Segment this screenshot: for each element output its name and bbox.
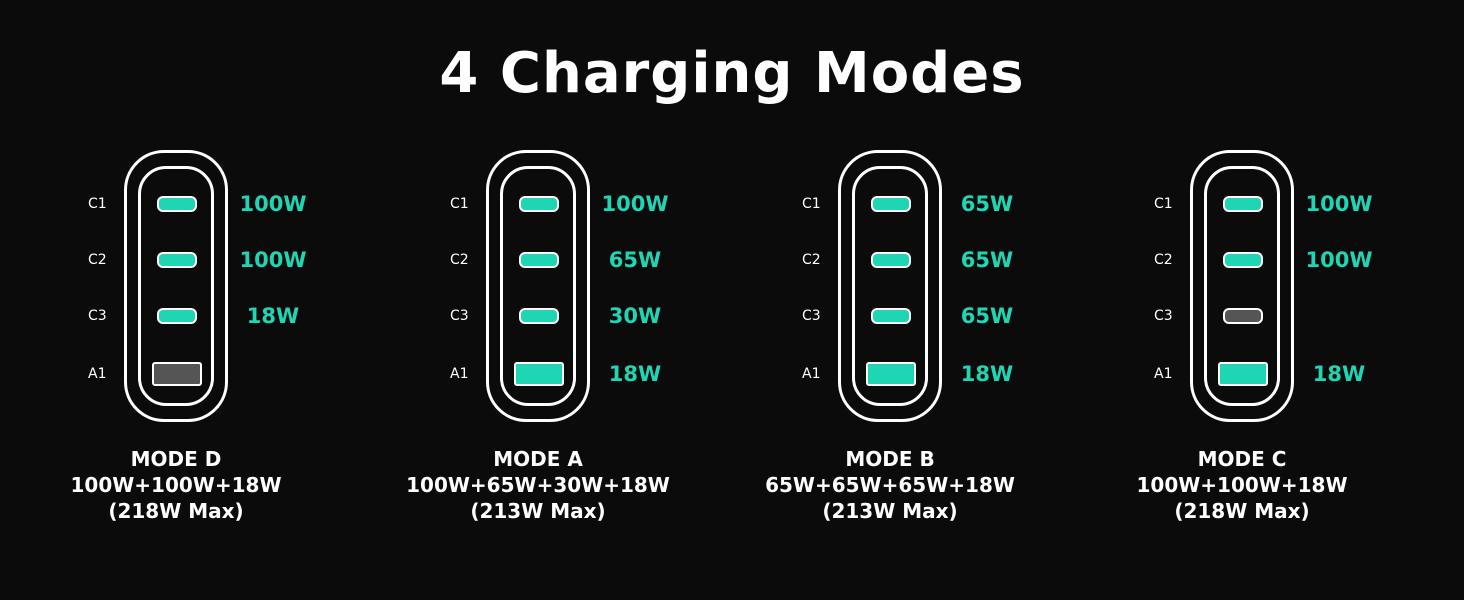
port-wattage: 18W <box>960 362 1014 386</box>
port-wattage: 100W <box>1305 248 1373 272</box>
port-row-c3: C3 65W <box>714 304 1066 328</box>
port-row-a1: A1 18W <box>362 362 714 386</box>
port-label: C2 <box>1154 252 1173 268</box>
mode-max: (218W Max) <box>1174 499 1310 523</box>
port-label: A1 <box>802 366 821 382</box>
mode-name: MODE B <box>845 447 935 471</box>
usb-c-port-icon <box>871 308 911 324</box>
port-row-c3: C3 18W <box>0 304 352 328</box>
mode-caption: MODE B 65W+65W+65W+18W (213W Max) <box>714 446 1066 524</box>
usb-c-port-icon <box>157 196 197 212</box>
charger-port-panel <box>852 166 928 406</box>
port-row-c3: C3 <box>1066 304 1418 328</box>
usb-c-port-icon <box>871 196 911 212</box>
usb-a-port-icon <box>1218 362 1268 386</box>
port-label: C1 <box>802 196 821 212</box>
mode-name: MODE C <box>1197 447 1287 471</box>
usb-a-port-inactive-icon <box>152 362 202 386</box>
port-label: A1 <box>1154 366 1173 382</box>
mode-max: (213W Max) <box>822 499 958 523</box>
port-wattage: 65W <box>608 248 662 272</box>
mode-formula: 100W+100W+18W <box>1136 473 1348 497</box>
mode-a-panel: C1 100W C2 65W C3 30W A1 18W MODE A 100W… <box>362 150 714 530</box>
usb-a-port-icon <box>514 362 564 386</box>
page-title: 4 Charging Modes <box>439 41 1025 106</box>
charger-outline <box>1190 150 1294 422</box>
port-label: C3 <box>802 308 821 324</box>
usb-c-port-inactive-icon <box>1223 308 1263 324</box>
port-label: C2 <box>88 252 107 268</box>
mode-max: (213W Max) <box>470 499 606 523</box>
port-wattage: 100W <box>601 192 669 216</box>
usb-c-port-icon <box>157 252 197 268</box>
port-label: C2 <box>450 252 469 268</box>
charger-port-panel <box>1204 166 1280 406</box>
charger-outline <box>838 150 942 422</box>
port-wattage: 18W <box>246 304 300 328</box>
mode-b-panel: C1 65W C2 65W C3 65W A1 18W MODE B 65W+6… <box>714 150 1066 530</box>
mode-caption: MODE D 100W+100W+18W (218W Max) <box>0 446 352 524</box>
charger-port-panel <box>500 166 576 406</box>
port-label: C2 <box>802 252 821 268</box>
usb-c-port-icon <box>1223 196 1263 212</box>
usb-c-port-icon <box>871 252 911 268</box>
port-wattage: 18W <box>608 362 662 386</box>
port-row-c2: C2 65W <box>714 248 1066 272</box>
mode-formula: 100W+100W+18W <box>70 473 282 497</box>
mode-formula: 65W+65W+65W+18W <box>765 473 1015 497</box>
charger-outline <box>124 150 228 422</box>
port-row-c1: C1 65W <box>714 192 1066 216</box>
port-wattage: 65W <box>960 304 1014 328</box>
mode-c-panel: C1 100W C2 100W C3 A1 18W MODE C 100W+10… <box>1066 150 1418 530</box>
port-row-a1: A1 18W <box>714 362 1066 386</box>
usb-c-port-icon <box>519 308 559 324</box>
mode-formula: 100W+65W+30W+18W <box>406 473 670 497</box>
mode-name: MODE A <box>493 447 583 471</box>
charger-outline <box>486 150 590 422</box>
port-label: C3 <box>1154 308 1173 324</box>
port-label: C1 <box>450 196 469 212</box>
port-label: C1 <box>1154 196 1173 212</box>
port-wattage: 18W <box>1312 362 1366 386</box>
mode-name: MODE D <box>130 447 222 471</box>
port-row-c1: C1 100W <box>362 192 714 216</box>
port-wattage: 65W <box>960 192 1014 216</box>
mode-caption: MODE A 100W+65W+30W+18W (213W Max) <box>362 446 714 524</box>
usb-a-port-icon <box>866 362 916 386</box>
port-row-c2: C2 100W <box>1066 248 1418 272</box>
port-row-c1: C1 100W <box>1066 192 1418 216</box>
port-label: A1 <box>450 366 469 382</box>
port-wattage: 100W <box>239 248 307 272</box>
port-wattage: 65W <box>960 248 1014 272</box>
usb-c-port-icon <box>519 196 559 212</box>
port-label: C3 <box>88 308 107 324</box>
port-label: C3 <box>450 308 469 324</box>
port-row-c3: C3 30W <box>362 304 714 328</box>
mode-caption: MODE C 100W+100W+18W (218W Max) <box>1066 446 1418 524</box>
port-wattage: 100W <box>239 192 307 216</box>
port-wattage: 30W <box>608 304 662 328</box>
port-row-c1: C1 100W <box>0 192 352 216</box>
usb-c-port-icon <box>519 252 559 268</box>
port-row-c2: C2 100W <box>0 248 352 272</box>
mode-d-panel: C1 100W C2 100W C3 18W A1 MODE D 100W+10… <box>0 150 352 530</box>
port-label: C1 <box>88 196 107 212</box>
charger-port-panel <box>138 166 214 406</box>
port-wattage: 100W <box>1305 192 1373 216</box>
port-row-c2: C2 65W <box>362 248 714 272</box>
port-row-a1: A1 <box>0 362 352 386</box>
usb-c-port-icon <box>157 308 197 324</box>
mode-max: (218W Max) <box>108 499 244 523</box>
usb-c-port-icon <box>1223 252 1263 268</box>
port-row-a1: A1 18W <box>1066 362 1418 386</box>
port-label: A1 <box>88 366 107 382</box>
